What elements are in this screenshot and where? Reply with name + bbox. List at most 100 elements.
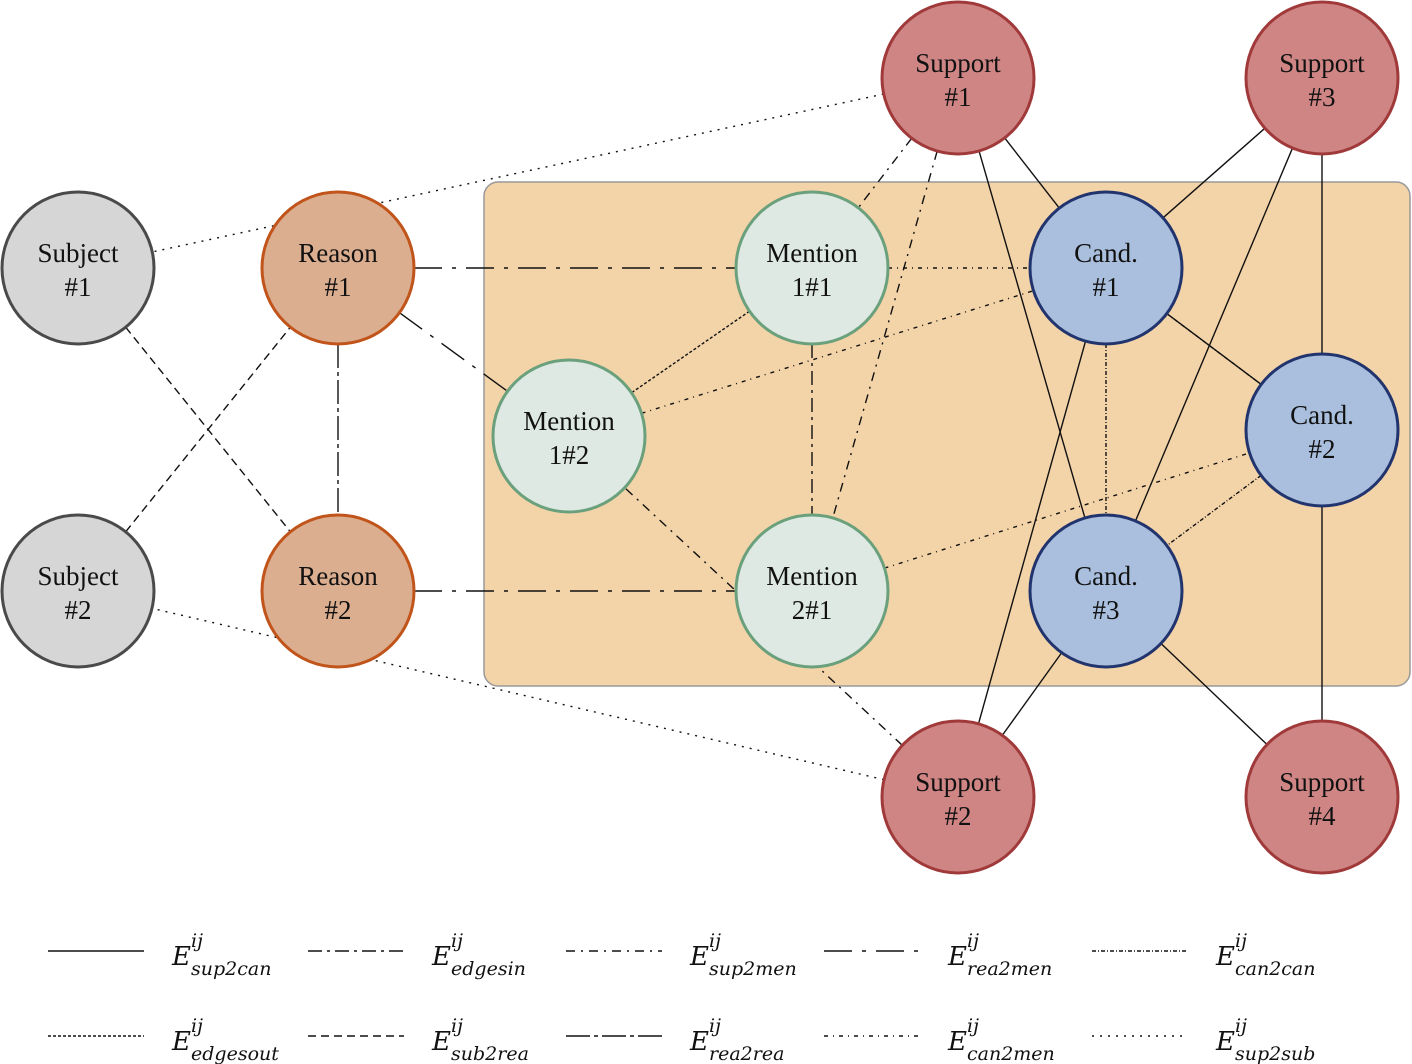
node-label-cand3: Cand. [1074, 561, 1138, 591]
node-label-support1: Support [915, 48, 1001, 78]
node-circle-subject1 [0, 190, 156, 346]
node-reason2: Reason #2 [260, 513, 416, 669]
edge-sup2can-support4-cand3 [1160, 642, 1268, 746]
node-number-cand2: #2 [1309, 434, 1336, 464]
node-label-support4: Support [1279, 767, 1365, 797]
legend-item-edgesin: Eij edgesin [308, 930, 526, 980]
legend-symbol: E [947, 1027, 967, 1057]
edge-sub2rea-subject2-reason1 [125, 326, 291, 533]
nodes-layer: Subject#1Subject#2Reason#1Reason#2Mentio… [0, 0, 1400, 875]
node-circle-mention21 [734, 513, 890, 669]
node-mention11: Mention 1#1 [734, 190, 890, 346]
legend-subscript: sup2can [191, 958, 271, 980]
legend-superscript: ij [451, 930, 463, 952]
node-circle-support1 [880, 0, 1036, 156]
legend-symbol: E [947, 942, 967, 972]
node-number-mention12: 1#2 [549, 440, 590, 470]
legend-superscript: ij [191, 1015, 203, 1037]
legend-superscript: ij [967, 1015, 979, 1037]
node-number-reason2: #2 [325, 595, 352, 625]
legend-superscript: ij [451, 1015, 463, 1037]
edge-rea2men-reason1-mention12 [399, 312, 508, 392]
legend-item-sub2rea: Eij sub2rea [308, 1015, 529, 1064]
node-circle-support4 [1244, 719, 1400, 875]
node-support4: Support#4 [1244, 719, 1400, 875]
node-support2: Support #2 [880, 719, 1036, 875]
node-label-support3: Support [1279, 48, 1365, 78]
node-number-support2: #2 [945, 801, 972, 831]
node-mention21: Mention 2#1 [734, 513, 890, 669]
legend-symbol: E [431, 942, 451, 972]
legend-subscript: rea2men [967, 958, 1052, 980]
legend-subscript: sup2sub [1235, 1043, 1315, 1064]
node-number-mention11: 1#1 [792, 272, 833, 302]
edge-can2can-cand2-cand3 [1166, 474, 1262, 547]
legend-symbol: E [689, 1027, 709, 1057]
legend-superscript: ij [967, 930, 979, 952]
node-label-mention11: Mention [766, 238, 858, 268]
node-label-mention12: Mention [523, 406, 615, 436]
node-number-support1: #1 [945, 82, 972, 112]
edge-sup2men-support1-mention21 [832, 150, 938, 519]
node-label-support2: Support [915, 767, 1001, 797]
edge-sup2men-support1-mention11 [857, 137, 913, 209]
node-circle-mention12 [491, 358, 647, 514]
edge-edgesout-mention11-mention12 [631, 310, 750, 394]
node-number-mention21: 2#1 [792, 595, 833, 625]
node-number-subject1: #1 [65, 272, 92, 302]
node-mention12: Mention 1#2 [491, 358, 647, 514]
edge-can2can-cand1-cand2 [1166, 313, 1262, 385]
node-number-cand3: #3 [1093, 595, 1120, 625]
node-label-mention21: Mention [766, 561, 858, 591]
node-circle-reason1 [260, 190, 416, 346]
legend-symbol: E [1215, 942, 1235, 972]
node-circle-mention11 [734, 190, 890, 346]
edge-sup2can-support2-cand1 [977, 341, 1087, 724]
node-circle-subject2 [0, 513, 156, 669]
node-support3: Support#3 [1244, 0, 1400, 156]
node-label-reason2: Reason [298, 561, 378, 591]
node-cand3: Cand. #3 [1028, 513, 1184, 669]
node-number-subject2: #2 [65, 595, 92, 625]
legend-subscript: can2can [1235, 958, 1316, 980]
legend-symbol: E [689, 942, 709, 972]
node-label-cand2: Cand. [1290, 400, 1354, 430]
node-subject2: Subject #2 [0, 513, 156, 669]
node-circle-cand3 [1028, 513, 1184, 669]
legend-item-can2men: Eij can2men [824, 1015, 1055, 1064]
legend-symbol: E [431, 1027, 451, 1057]
node-label-cand1: Cand. [1074, 238, 1138, 268]
node-circle-cand2 [1244, 352, 1400, 508]
legend-item-rea2men: Eij rea2men [824, 930, 1052, 980]
node-label-reason1: Reason [298, 238, 378, 268]
node-circle-support3 [1244, 0, 1400, 156]
node-label-subject1: Subject [38, 238, 119, 268]
node-circle-cand1 [1028, 190, 1184, 346]
node-cand2: Cand. #2 [1244, 352, 1400, 508]
node-label-subject2: Subject [38, 561, 119, 591]
edge-sup2can-support3-cand1 [1162, 127, 1266, 219]
legend-item-can2can: Eij can2can [1092, 930, 1316, 980]
edge-sup2can-support2-cand3 [1001, 652, 1063, 736]
legend-subscript: edgesout [191, 1043, 279, 1064]
legend-superscript: ij [191, 930, 203, 952]
node-support1: Support #1 [880, 0, 1036, 156]
legend-symbol: E [171, 1027, 191, 1057]
legend-symbol: E [1215, 1027, 1235, 1057]
node-circle-reason2 [260, 513, 416, 669]
legend-superscript: ij [709, 1015, 721, 1037]
edges-layer [125, 93, 1323, 781]
node-circle-support2 [880, 719, 1036, 875]
legend-superscript: ij [1235, 930, 1247, 952]
node-number-cand1: #1 [1093, 272, 1120, 302]
node-number-reason1: #1 [325, 272, 352, 302]
legend-subscript: edgesin [451, 958, 526, 980]
legend-subscript: can2men [967, 1043, 1055, 1064]
legend-subscript: sub2rea [451, 1043, 529, 1064]
edge-can2men-mention21-cand2 [884, 452, 1250, 569]
legend-subscript: sup2men [709, 958, 797, 980]
